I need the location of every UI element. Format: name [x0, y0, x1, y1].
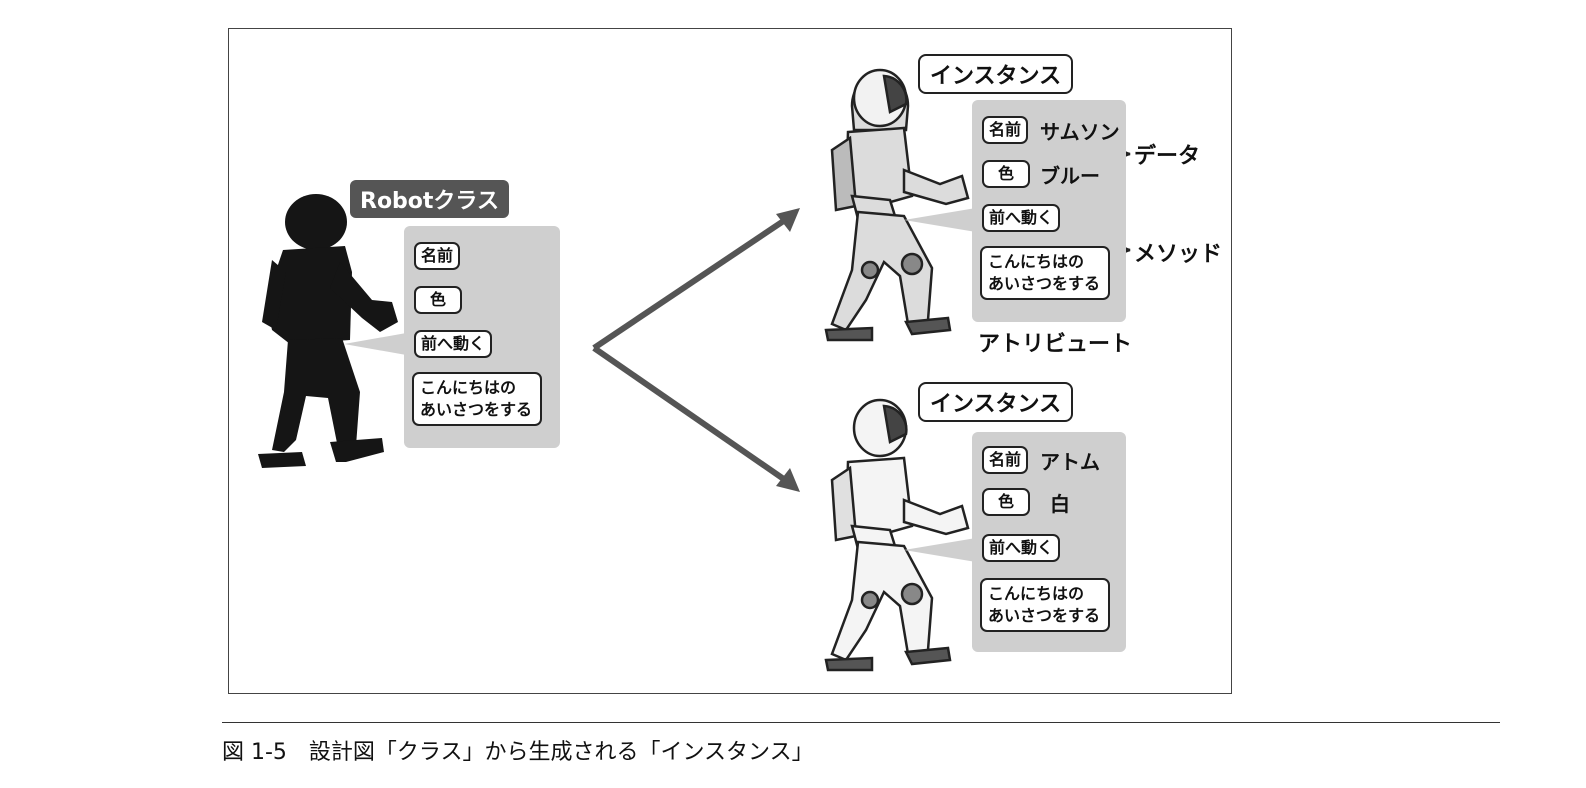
instance-robot-1: [824, 68, 970, 342]
instance-2-name-value: アトム: [1040, 450, 1100, 474]
instance-2-color-value: 白: [1050, 492, 1070, 516]
class-method-greet: こんにちはの あいさつをする: [412, 372, 542, 426]
instance-robot-2: [824, 398, 970, 672]
instance-1-name-label: 名前: [982, 116, 1029, 144]
instance-1-method-move: 前へ動く: [982, 204, 1061, 232]
instance-2-method-move: 前へ動く: [982, 534, 1061, 562]
figure-caption: 図 1-5 設計図「クラス」から生成される「インスタンス」: [222, 740, 814, 765]
class-attr-color: 色: [414, 286, 463, 314]
class-title: Robotクラス: [350, 180, 509, 218]
instantiation-arrows: [592, 208, 800, 492]
instance-2-header: インスタンス: [918, 382, 1074, 422]
data-label: データ: [1134, 144, 1201, 169]
methods-label: メソッド: [1134, 242, 1223, 267]
class-method-move: 前へ動く: [414, 330, 493, 358]
instance-1-color-label: 色: [982, 160, 1031, 188]
attributes-label: アトリビュート: [978, 332, 1133, 357]
instance-2-name-label: 名前: [982, 446, 1029, 474]
class-robot-silhouette: [258, 194, 398, 468]
instance-1-color-value: ブルー: [1040, 164, 1100, 188]
instance-2-method-greet: こんにちはの あいさつをする: [980, 578, 1110, 632]
instance-1-header: インスタンス: [918, 54, 1074, 94]
instance-2-color-label: 色: [982, 488, 1031, 516]
caption-rule: [222, 722, 1500, 723]
class-attr-name: 名前: [414, 242, 461, 270]
instance-1-name-value: サムソン: [1040, 120, 1120, 144]
figure-frame: [228, 28, 1232, 694]
instance-1-method-greet: こんにちはの あいさつをする: [980, 246, 1110, 300]
